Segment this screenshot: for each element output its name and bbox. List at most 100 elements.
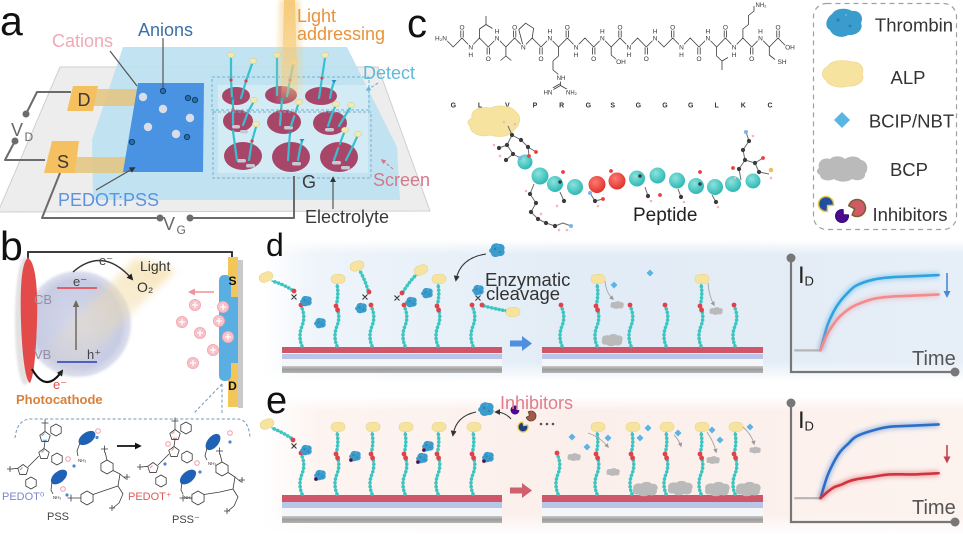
cleavage-site xyxy=(436,307,441,313)
bcp-precipitate xyxy=(601,333,623,347)
cleavage-site xyxy=(335,307,340,313)
residue-letter: C xyxy=(767,103,772,110)
anion xyxy=(191,96,199,104)
peptides-after xyxy=(554,422,761,496)
panel-label-e: e xyxy=(266,380,287,422)
nitrogen-atom: N xyxy=(468,44,473,51)
thiophene-rings xyxy=(147,429,181,473)
y-axis-end-dot xyxy=(786,253,796,263)
peptide-chain xyxy=(401,430,409,496)
peptide-3d-model xyxy=(467,105,774,232)
spacer-layer xyxy=(542,359,763,366)
interlayer xyxy=(542,354,763,359)
carbon-ball xyxy=(698,182,702,186)
peptide-residue-sphere xyxy=(669,172,685,189)
cation xyxy=(143,122,153,132)
x-axis-end-dot xyxy=(950,367,960,377)
ammonium-label: NH₃ xyxy=(78,458,86,463)
drain-label: D xyxy=(228,379,237,393)
benzene-ring xyxy=(215,461,229,477)
peptide-residue-sphere xyxy=(649,167,666,184)
cation-oval xyxy=(50,469,68,485)
arginine-side-chain xyxy=(552,47,568,90)
c-terminus-hydroxyl-label: OH xyxy=(785,45,795,52)
peptide-strand xyxy=(286,131,292,162)
peptide-chain xyxy=(627,304,635,348)
drain-wire xyxy=(25,91,71,115)
peptide-chain xyxy=(558,304,566,348)
y-axis-label: I xyxy=(798,407,805,434)
cation-oval xyxy=(78,430,96,446)
light-illumination xyxy=(38,258,176,378)
carbon-ball xyxy=(543,220,549,226)
peptide-chain xyxy=(554,452,562,496)
panel-label-d: d xyxy=(266,227,284,263)
peptide-chain xyxy=(368,430,376,496)
peptides-before xyxy=(257,243,521,348)
hydrogen-ball xyxy=(498,154,502,158)
peptide-chain xyxy=(697,430,705,496)
n-terminus-label: H₂N xyxy=(435,36,447,43)
thrombin-approach-arrow xyxy=(453,253,487,282)
gate-electrode xyxy=(320,142,358,172)
ammonium-label: NH₃ xyxy=(208,461,216,466)
electrode-before xyxy=(282,347,502,373)
peptide-model-label: Peptide xyxy=(633,205,697,226)
carbon-ball xyxy=(525,144,531,150)
gate-voltage-terminal xyxy=(156,214,164,222)
cysteine-side-chain xyxy=(768,47,776,60)
legend-item-thrombin: Thrombin xyxy=(826,8,953,37)
peptide-chain xyxy=(731,304,739,348)
interlayer xyxy=(282,354,502,359)
cleavage-site-sphere xyxy=(608,172,626,190)
alp-head xyxy=(249,57,257,65)
bcp-precipitate xyxy=(735,481,761,497)
bcp-precipitate xyxy=(332,161,341,165)
enzymatic-cleavage-label-line2: cleavage xyxy=(486,283,560,304)
curve-red xyxy=(819,293,940,352)
nitrogen-atom: N xyxy=(600,35,605,42)
peptide-residue-sphere xyxy=(707,179,723,195)
peptide-chain xyxy=(662,430,670,496)
carbon-ball xyxy=(509,132,515,138)
cleavage-cross-mark xyxy=(291,443,297,449)
pss-anion-label: PSS⁻ xyxy=(172,514,200,526)
residue-letter: G xyxy=(451,103,457,110)
cation xyxy=(216,300,229,313)
peptide-residue-sphere xyxy=(567,179,583,195)
legend-label: BCP xyxy=(890,159,928,180)
cleavage-site xyxy=(244,79,248,83)
cleavage-site xyxy=(630,455,635,461)
screen-label: Screen xyxy=(373,170,430,190)
carbon-ball xyxy=(746,138,752,144)
peptide-strand xyxy=(296,139,304,162)
pss-label: PSS xyxy=(47,511,69,523)
pss-backbone-and-sulfonates xyxy=(179,447,245,514)
pedot-neutral-structure xyxy=(7,419,63,490)
panel-d: d xyxy=(257,227,763,373)
neutral-double-bonds xyxy=(19,433,47,471)
electrolyte-label: Electrolyte xyxy=(305,207,389,227)
peptide-strand xyxy=(328,80,336,100)
light-beam-core xyxy=(281,0,298,106)
peptide-chain xyxy=(434,282,442,348)
pedot-oxidized-structure xyxy=(137,417,193,488)
cleavage-site xyxy=(368,302,374,308)
nitrogen-atom: N xyxy=(679,44,684,51)
anion-marker xyxy=(228,440,232,444)
transferred-electron-label: e⁻ xyxy=(99,253,113,268)
oxygen-ball xyxy=(658,193,662,197)
peptide-residue-sphere xyxy=(547,176,563,192)
circuit-wiring xyxy=(4,91,295,222)
hydrogen-ball xyxy=(513,122,517,126)
peptide-chain xyxy=(333,430,341,496)
cation xyxy=(175,315,188,328)
channel-pointer xyxy=(95,167,136,191)
source-electrode xyxy=(44,141,79,173)
ellipsis-dot xyxy=(545,422,549,426)
carbon-ball xyxy=(740,147,746,153)
pedot-pss-channel-segment xyxy=(229,297,238,363)
residue-letter: K xyxy=(741,103,746,110)
hydrogen-ball xyxy=(524,189,528,193)
spacer-layer xyxy=(282,508,502,516)
